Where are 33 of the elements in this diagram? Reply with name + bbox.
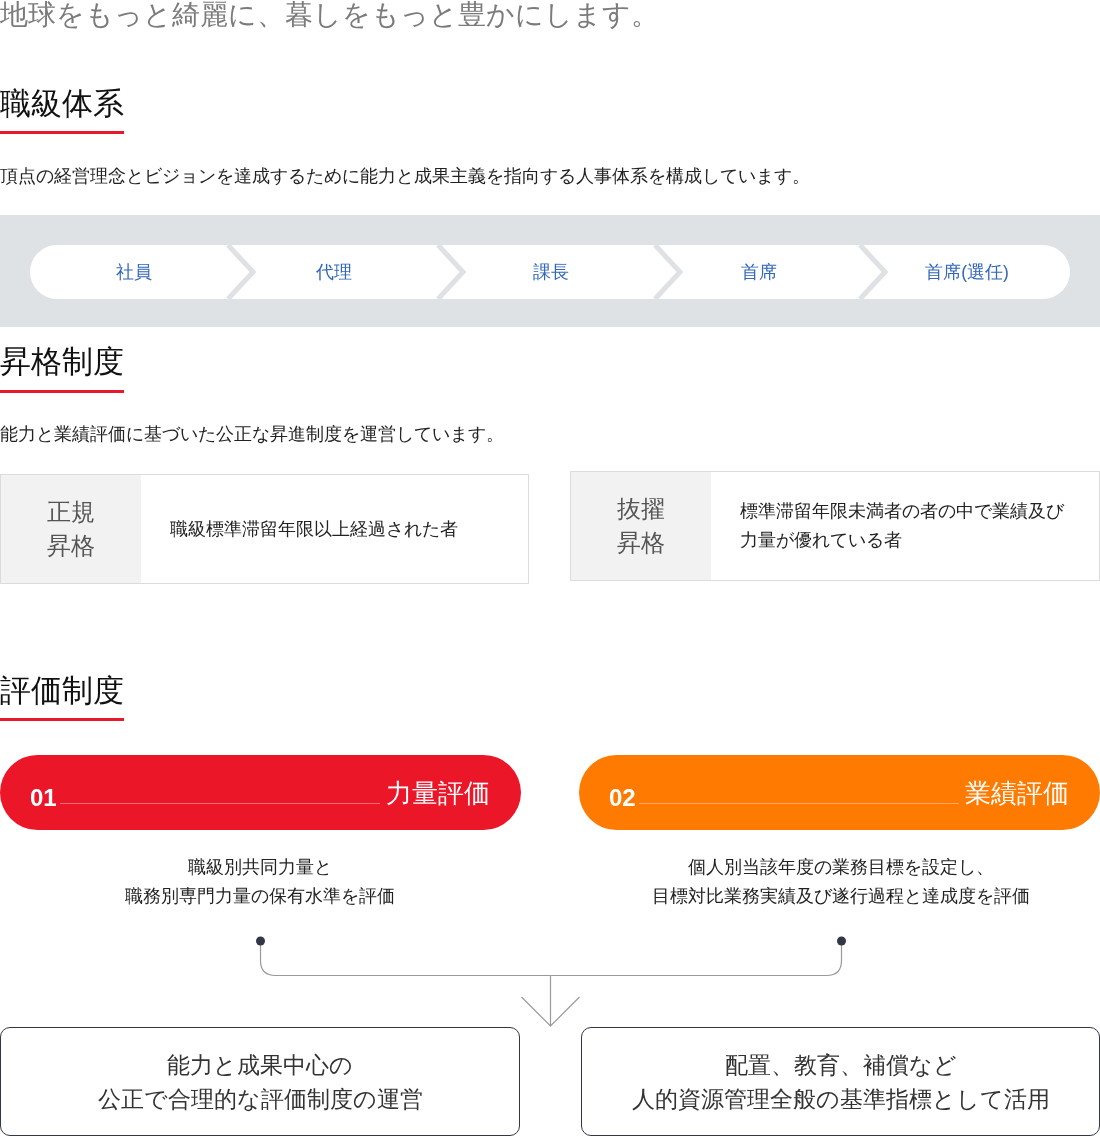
step-label: 代理	[316, 261, 352, 283]
section-heading: 職級体系	[0, 86, 124, 134]
pill-title: 力量評価	[386, 778, 490, 808]
number-label: 02	[609, 786, 636, 810]
info-card	[570, 471, 1100, 581]
label-cell: 抜擢昇格	[571, 472, 711, 580]
arrow	[520, 974, 581, 1027]
info-card	[0, 474, 529, 584]
description-text: 職級別共同力量と職務別専門力量の保有水準を評価	[125, 853, 395, 911]
pill-banner	[579, 755, 1100, 830]
description-text: 個人別当該年度の業務目標を設定し、目標対比業務実績及び遂行過程と達成度を評価	[652, 853, 1030, 911]
connector-line	[549, 936, 846, 977]
process-band	[0, 215, 1100, 327]
step-label: 首席(選任)	[925, 261, 1009, 283]
intro-text: 頂点の経営理念とビジョンを達成するために能力と成果主義を指向する人事体系を構成しています。	[0, 165, 810, 188]
step-label: 首席	[741, 261, 777, 283]
step-label: 社員	[116, 261, 152, 283]
pill-title: 業績評価	[965, 778, 1069, 808]
card-text: 職級標準滞留年限以上経過された者	[170, 517, 458, 541]
section-heading: 評価制度	[0, 673, 124, 721]
card-text: 標準滞留年限未満者の者の中で業績及び力量が優れている者	[740, 500, 1066, 552]
label-cell: 正規昇格	[1, 475, 141, 583]
outcome-box	[0, 1027, 520, 1136]
outcome-box	[581, 1027, 1100, 1136]
box-text: 能力と成果中心の公正で合理的な評価制度の運営	[97, 1050, 423, 1114]
intro-text: 能力と業績評価に基づいた公正な昇進制度を運営しています。	[0, 423, 504, 446]
step-label: 課長	[533, 261, 569, 283]
tagline: 地球をもっと綺麗に、暮しをもっと豊かにします。	[0, 0, 659, 30]
section-heading: 昇格制度	[0, 344, 124, 393]
pill-banner	[0, 755, 521, 830]
box-text: 配置、教育、補償など人的資源管理全般の基準指標として活用	[631, 1050, 1050, 1114]
connector-line	[256, 936, 552, 977]
number-label: 01	[30, 786, 57, 810]
